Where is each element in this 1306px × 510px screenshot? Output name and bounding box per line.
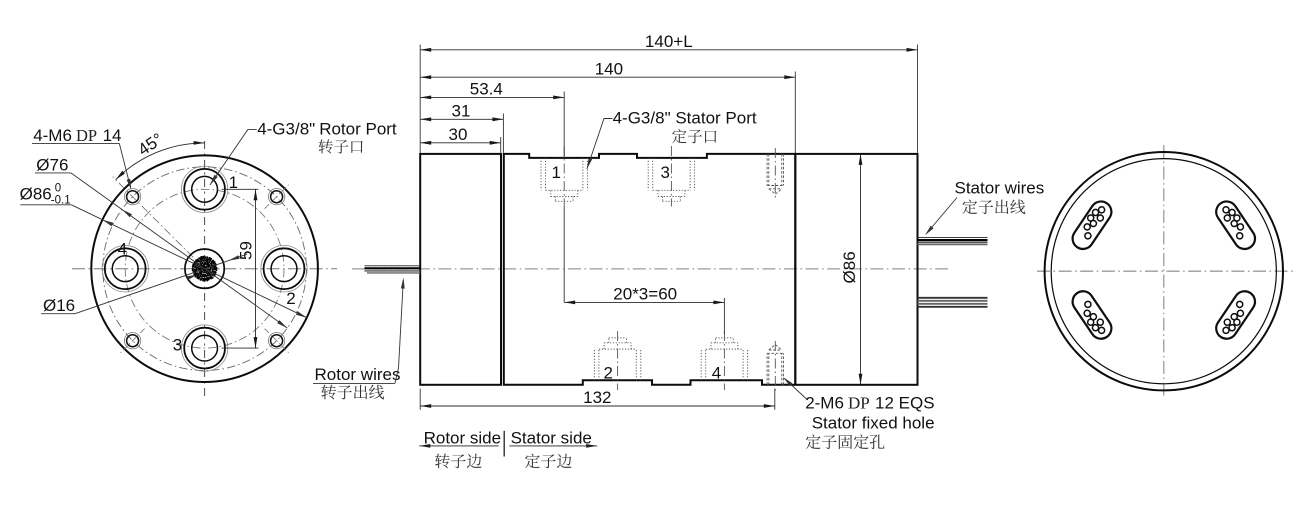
svg-text:DP: DP [76, 126, 97, 145]
svg-text:Ø76: Ø76 [36, 155, 68, 174]
svg-text:1: 1 [551, 163, 560, 182]
svg-text:14: 14 [103, 126, 122, 145]
svg-text:0: 0 [55, 182, 61, 194]
svg-text:4-G3/8" Stator Port: 4-G3/8" Stator Port [613, 109, 757, 128]
svg-text:Stator side: Stator side [511, 429, 592, 448]
svg-text:Rotor Port: Rotor Port [319, 120, 397, 139]
svg-text:DP: DP [848, 394, 870, 413]
svg-text:4-G3/8": 4-G3/8" [257, 120, 315, 139]
svg-text:3: 3 [660, 163, 669, 182]
svg-text:Ø86: Ø86 [840, 251, 859, 283]
svg-text:4-M6: 4-M6 [33, 126, 72, 145]
svg-text:Ø16: Ø16 [43, 296, 75, 315]
svg-text:53.4: 53.4 [470, 80, 503, 99]
svg-text:Rotor wires: Rotor wires [315, 365, 401, 384]
svg-text:31: 31 [452, 101, 471, 120]
svg-text:Ø86: Ø86 [20, 184, 52, 203]
svg-text:140+L: 140+L [645, 32, 693, 51]
svg-text:132: 132 [583, 388, 611, 407]
svg-text:-0.1: -0.1 [51, 194, 71, 206]
svg-text:2-M6: 2-M6 [805, 394, 844, 413]
svg-text:140: 140 [595, 59, 623, 78]
svg-text:30: 30 [449, 125, 468, 144]
svg-text:Rotor side: Rotor side [424, 429, 501, 448]
svg-text:20*3=60: 20*3=60 [613, 285, 677, 304]
svg-text:Stator wires: Stator wires [955, 179, 1045, 198]
svg-text:59: 59 [236, 241, 255, 260]
svg-text:4: 4 [712, 363, 721, 382]
svg-text:Stator fixed hole: Stator fixed hole [812, 414, 935, 433]
svg-text:2: 2 [603, 363, 612, 382]
svg-text:2: 2 [286, 289, 295, 308]
svg-text:3: 3 [173, 335, 182, 354]
svg-text:4: 4 [118, 240, 127, 259]
svg-text:1: 1 [229, 173, 238, 192]
svg-text:12 EQS: 12 EQS [875, 394, 935, 413]
